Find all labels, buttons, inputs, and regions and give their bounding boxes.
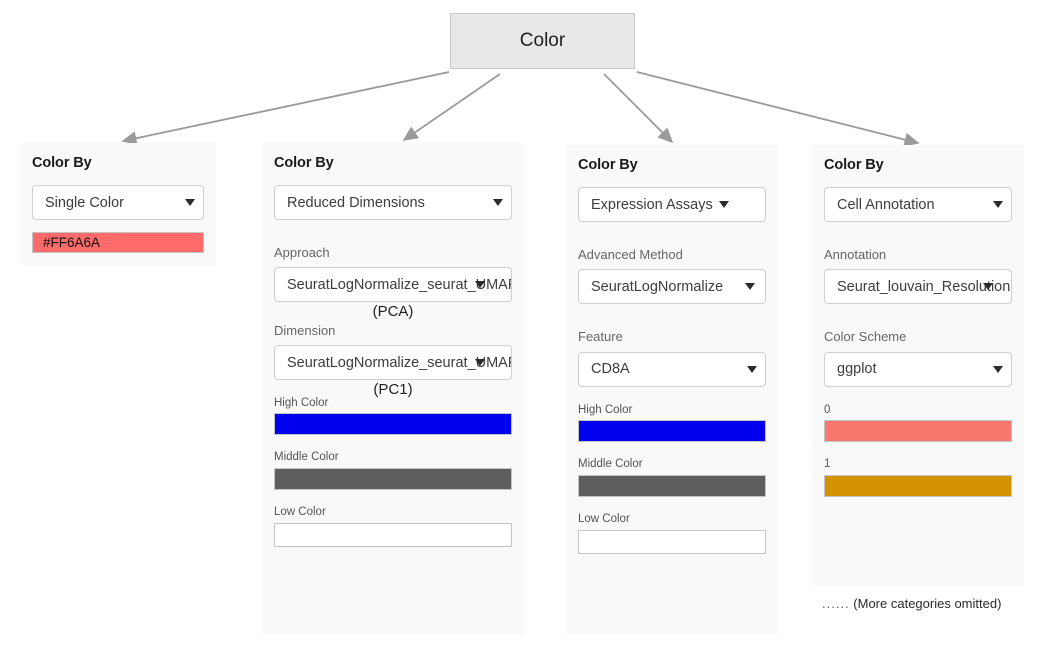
dimension-note: (PC1) — [373, 381, 413, 399]
high-color-label-3: High Color — [578, 403, 633, 416]
low-color-swatch-2[interactable] — [274, 522, 512, 547]
color-by-value-2: Reduced Dimensions — [287, 194, 425, 211]
chevron-down-icon — [475, 359, 485, 367]
root-color-label: Color — [519, 30, 566, 51]
color-by-value-3: Expression Assays — [591, 196, 713, 213]
category-label-0: 0 — [824, 403, 831, 416]
single-color-hex-field[interactable]: #FF6A6A — [32, 232, 204, 253]
chevron-down-icon — [745, 283, 755, 291]
color-by-value-4: Cell Annotation — [837, 196, 935, 213]
annotation-value: Seurat_louvain_Resolution — [837, 278, 1011, 295]
approach-select[interactable]: SeuratLogNormalize_seurat_UMAP — [274, 267, 512, 303]
feature-select[interactable]: CD8A — [578, 351, 766, 387]
dimension-label: Dimension — [274, 322, 336, 338]
middle-color-swatch-2[interactable] — [274, 467, 512, 490]
high-color-label-2: High Color — [274, 396, 329, 409]
panel-reduced-dimensions: Color By Reduced Dimensions Approach Seu… — [262, 143, 524, 635]
chevron-down-icon — [983, 283, 993, 291]
ellipsis-icon: ...... — [822, 596, 850, 611]
annotation-label: Annotation — [824, 247, 887, 262]
dimension-value: SeuratLogNormalize_seurat_UMAP — [287, 354, 512, 371]
color-by-select-4[interactable]: Cell Annotation — [824, 187, 1012, 222]
panel-4-title: Color By — [824, 157, 884, 173]
advanced-method-value: SeuratLogNormalize — [591, 278, 724, 295]
middle-color-label-3: Middle Color — [578, 458, 643, 471]
chevron-down-icon — [185, 199, 195, 206]
high-color-swatch-2[interactable] — [274, 413, 512, 436]
panel-2-title: Color By — [274, 155, 334, 171]
approach-note: (PCA) — [372, 303, 414, 321]
low-color-swatch-3[interactable] — [578, 529, 766, 554]
color-scheme-value: ggplot — [837, 361, 877, 378]
chevron-down-icon — [747, 365, 757, 373]
approach-value: SeuratLogNormalize_seurat_UMAP — [287, 276, 512, 293]
high-color-swatch-3[interactable] — [578, 420, 766, 443]
omitted-note-text: (More categories omitted) — [853, 596, 1002, 611]
arrow-to-panel-2 — [402, 73, 501, 141]
color-by-value-1: Single Color — [45, 194, 124, 211]
advanced-method-select[interactable]: SeuratLogNormalize — [578, 269, 766, 305]
chevron-down-icon — [493, 199, 503, 206]
arrow-to-panel-1 — [121, 71, 450, 146]
category-label-1: 1 — [824, 458, 831, 471]
feature-label: Feature — [578, 329, 623, 345]
approach-label: Approach — [274, 245, 330, 260]
annotation-select[interactable]: Seurat_louvain_Resolution — [824, 269, 1012, 305]
feature-value: CD8A — [591, 361, 630, 378]
more-categories-omitted-note: ...... (More categories omitted) — [822, 596, 1001, 611]
color-by-select-3[interactable]: Expression Assays — [578, 187, 766, 222]
category-swatch-0[interactable] — [824, 420, 1012, 443]
middle-color-swatch-3[interactable] — [578, 474, 766, 497]
color-by-select-2[interactable]: Reduced Dimensions — [274, 185, 512, 220]
panel-single-color: Color By Single Color #FF6A6A — [20, 143, 216, 265]
chevron-down-icon — [993, 201, 1003, 208]
color-scheme-select[interactable]: ggplot — [824, 351, 1012, 387]
arrow-to-panel-3 — [603, 73, 674, 144]
low-color-label-3: Low Color — [578, 512, 630, 525]
root-color-node[interactable]: Color — [450, 13, 635, 69]
panel-cell-annotation: Color By Cell Annotation Annotation Seur… — [812, 145, 1024, 586]
advanced-method-label: Advanced Method — [578, 247, 683, 262]
chevron-down-icon — [718, 201, 729, 208]
chevron-down-icon — [475, 281, 485, 289]
single-color-hex-value: #FF6A6A — [43, 235, 101, 250]
dimension-select[interactable]: SeuratLogNormalize_seurat_UMAP — [274, 345, 512, 381]
low-color-label-2: Low Color — [274, 505, 326, 518]
panel-expression-assays: Color By Expression Assays Advanced Meth… — [566, 145, 778, 635]
category-swatch-1[interactable] — [824, 474, 1012, 497]
middle-color-label-2: Middle Color — [274, 451, 339, 464]
chevron-down-icon — [993, 365, 1003, 373]
color-by-select-1[interactable]: Single Color — [32, 185, 204, 220]
arrow-to-panel-4 — [636, 71, 920, 147]
panel-1-title: Color By — [32, 155, 92, 171]
color-scheme-label: Color Scheme — [824, 329, 907, 345]
panel-3-title: Color By — [578, 157, 638, 173]
